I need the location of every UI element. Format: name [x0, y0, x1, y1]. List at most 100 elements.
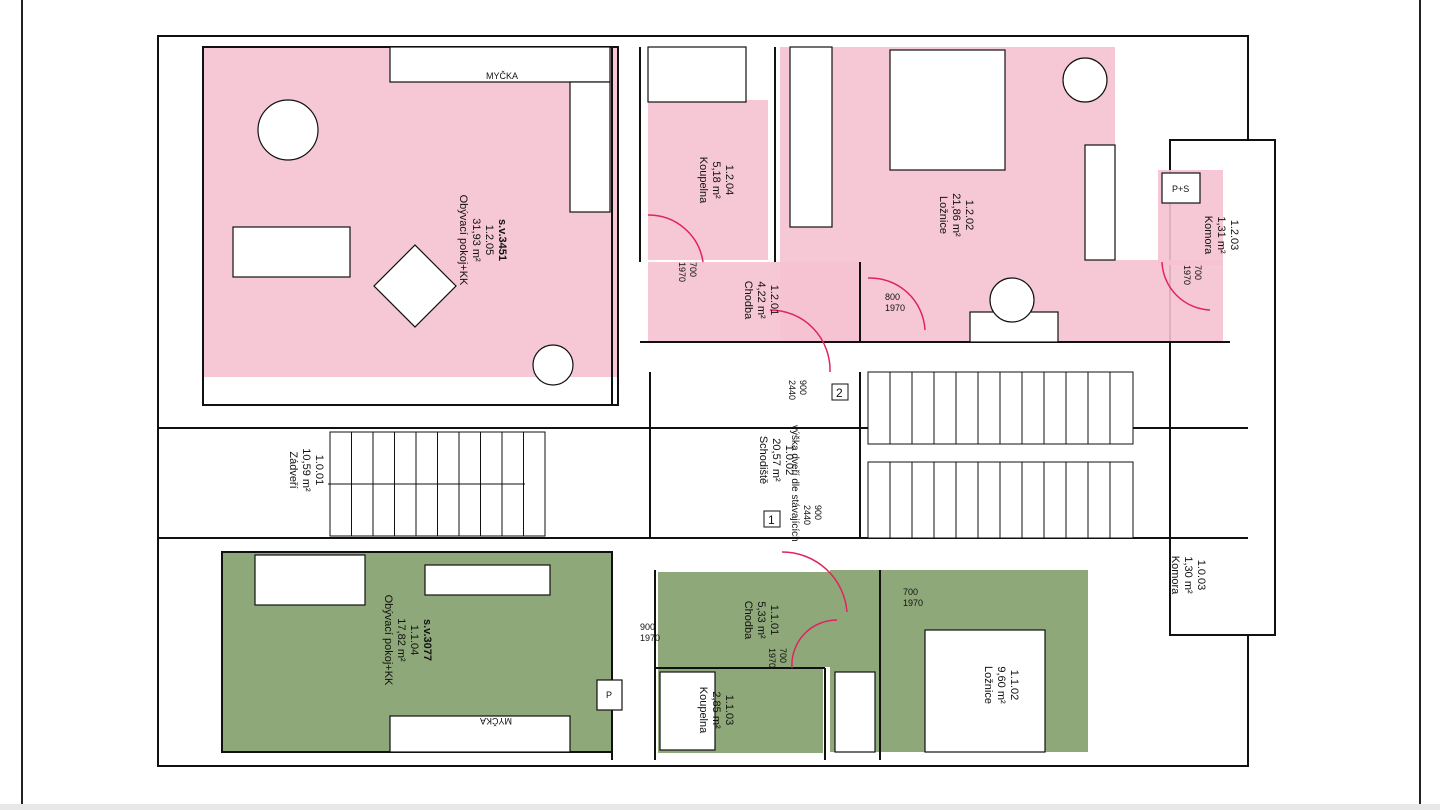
note-boiler-upper: P+S: [1172, 184, 1189, 194]
door-height: 1970: [767, 648, 777, 668]
room-label-line: Chodba: [742, 601, 754, 640]
room-label-line: s.v.3451: [496, 219, 508, 261]
table-lower: [424, 564, 551, 596]
room-label-line: 4,22 m²: [755, 281, 767, 319]
room-label-line: 1.1.04: [408, 625, 420, 656]
room-label-line: 17,82 m²: [395, 618, 407, 662]
room-label-line: Obývací pokoj+KK: [457, 195, 469, 286]
kitchen-counter-lower: [389, 715, 571, 753]
chair-upper-1: [1062, 57, 1108, 103]
page-right-border: [1419, 0, 1421, 810]
furniture-upper: [232, 46, 1201, 386]
bed-lower: [924, 629, 1046, 753]
room-label-line: 21,86 m²: [950, 193, 962, 237]
door-width: 700: [903, 587, 918, 597]
room-label-line: 1.1.01: [768, 605, 780, 636]
room-label-line: 1.2.03: [1228, 220, 1240, 251]
armchair-upper: [373, 244, 457, 328]
kitchen-side-upper: [569, 81, 611, 213]
staircase-left: [328, 431, 546, 537]
door-height: 1970: [903, 598, 923, 608]
chair-upper-2: [989, 277, 1035, 323]
wardrobe-lower: [834, 671, 876, 753]
door-width: 800: [885, 292, 900, 302]
door-height: 2440: [787, 380, 797, 400]
room-label-line: 1,30 m²: [1182, 556, 1194, 594]
room-label-line: Koupelna: [697, 687, 709, 734]
door-width: 700: [778, 648, 788, 663]
room-label-line: 10,59 m²: [300, 448, 312, 492]
wardrobe-upper: [789, 46, 833, 228]
room-label-line: Koupelna: [697, 157, 709, 204]
room-label-line: 1.1.02: [1008, 670, 1020, 701]
door-height: 1970: [1182, 265, 1192, 285]
door-width: 900: [798, 380, 808, 395]
room-label-line: Zádveří: [287, 451, 299, 488]
room-label-line: 31,93 m²: [470, 218, 482, 262]
door-width: 900: [640, 622, 655, 632]
room-label-line: 1.0.01: [313, 455, 325, 486]
room-label-line: 1.0.02: [783, 445, 795, 476]
notes: MYČKA MYČKA P+S P výška dveří dle stávaj…: [480, 71, 1189, 726]
room-fill-1204: [648, 100, 768, 260]
door-height: 1970: [640, 633, 660, 643]
room-label-line: 20,57 m²: [770, 438, 782, 482]
room-label-line: Komora: [1202, 216, 1214, 255]
room-label-line: Obývací pokoj+KK: [382, 595, 394, 686]
wardrobe-upper-2: [1084, 144, 1116, 261]
page-left-border: [21, 0, 23, 810]
door-height: 2440: [802, 505, 812, 525]
door-swings: [647, 214, 1211, 669]
room-label-line: Ložnice: [937, 196, 949, 234]
chair-upper-3: [532, 344, 574, 386]
door-width: 900: [813, 505, 823, 520]
bottom-scrollbar[interactable]: [0, 804, 1440, 810]
room-label-line: 5,18 m²: [710, 161, 722, 199]
room-label-line: s.v.3077: [421, 619, 433, 661]
room-label-line: 1.2.04: [723, 165, 735, 196]
room-fill-1201: [648, 262, 860, 342]
bathtub-upper: [647, 46, 747, 103]
stair-mark-2-box: [831, 383, 849, 401]
kitchen-counter-upper: [389, 46, 611, 83]
stair-mark-1: 1: [768, 513, 775, 527]
note-boiler-lower: P: [606, 690, 612, 700]
room-label-line: 9,60 m²: [995, 666, 1007, 704]
door-width: 700: [1193, 265, 1203, 280]
room-label-line: 1.2.02: [963, 200, 975, 231]
room-label-line: 1.2.01: [768, 285, 780, 316]
sofa-lower: [254, 554, 366, 606]
room-label-line: Chodba: [742, 281, 754, 320]
note-door-height: výška dveří dle stávajících: [789, 425, 800, 542]
bed-upper: [889, 49, 1006, 171]
room-label-line: 1.0.03: [1195, 560, 1207, 591]
room-label-line: Ložnice: [982, 666, 994, 704]
boiler-upper: [1161, 172, 1201, 204]
room-label-line: 1.1.03: [723, 695, 735, 726]
note-dishwasher-top: MYČKA: [486, 71, 518, 81]
furniture-lower: [254, 554, 1046, 753]
door-height: 1970: [885, 303, 905, 313]
room-label-line: 5,33 m²: [755, 601, 767, 639]
room-label-line: 1.2.05: [483, 225, 495, 256]
note-dishwasher-bottom: MYČKA: [480, 716, 512, 726]
